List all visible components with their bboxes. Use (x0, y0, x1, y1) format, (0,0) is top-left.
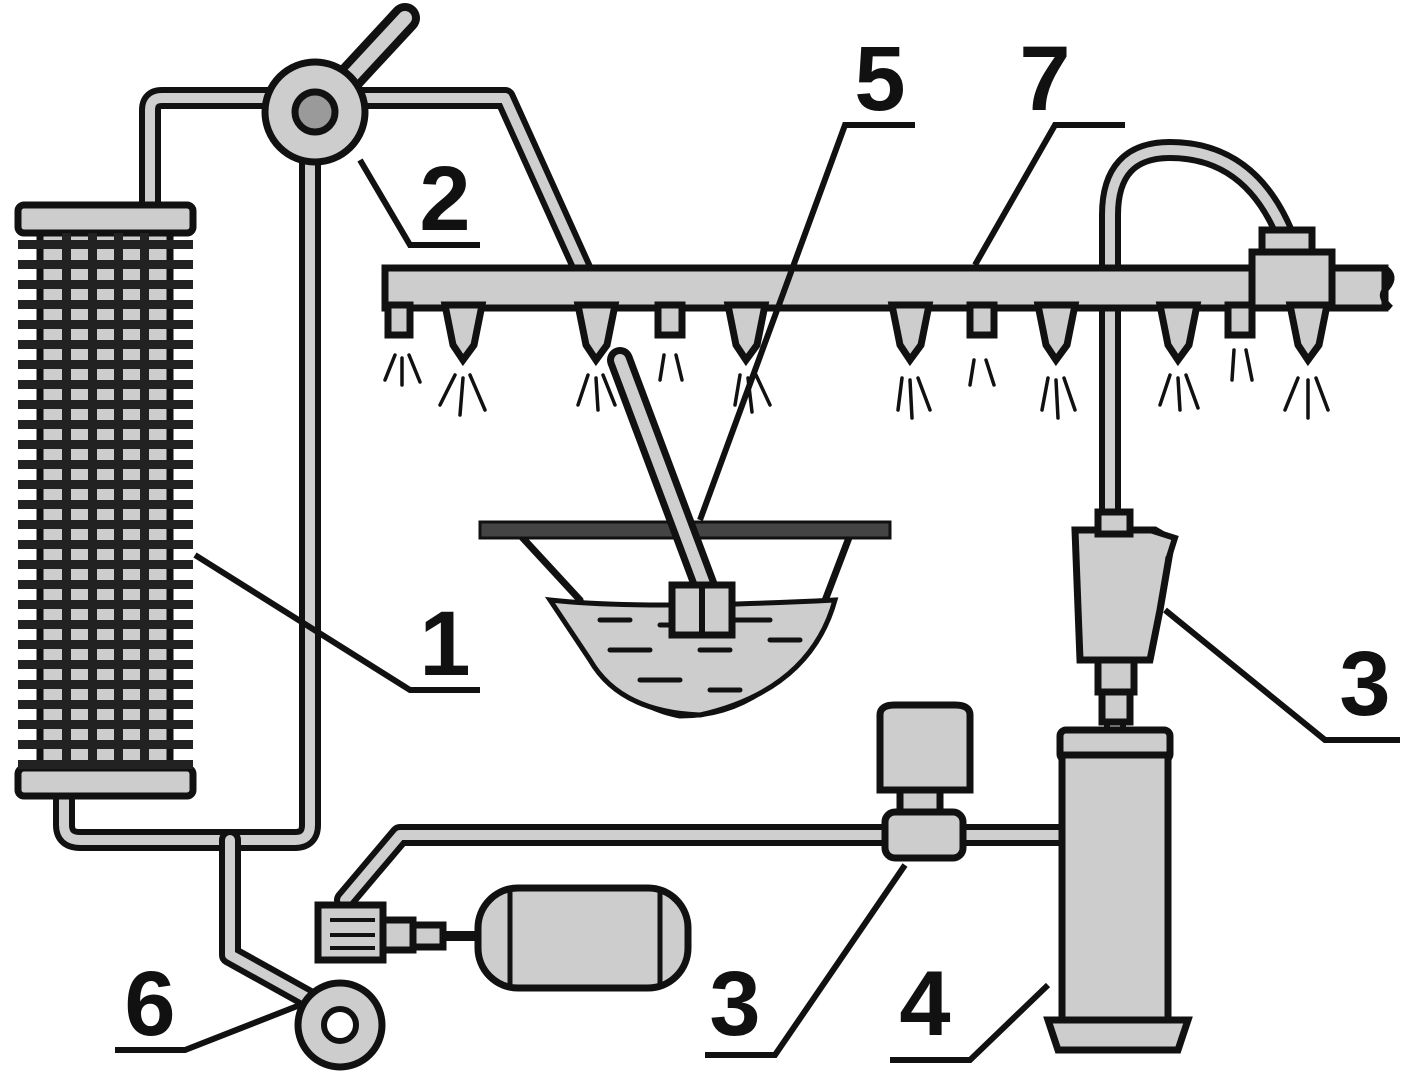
nozzle (1285, 301, 1332, 367)
nozzle (573, 301, 620, 367)
label-4: 4 (899, 953, 950, 1055)
label-7: 7 (1019, 28, 1070, 130)
nozzle (654, 301, 686, 339)
nozzle (1033, 301, 1080, 367)
callout-labels: 1 2 3 3 4 5 6 7 (124, 28, 1390, 1055)
radiator (14, 201, 197, 800)
radiator-fins (18, 233, 193, 769)
nozzle (887, 301, 934, 367)
label-3-lower: 3 (709, 953, 760, 1055)
three-way-valve (261, 3, 420, 166)
spray-manifold (381, 226, 1395, 420)
label-2: 2 (419, 148, 470, 250)
label-1: 1 (419, 593, 470, 695)
label-6: 6 (124, 953, 175, 1055)
label-5: 5 (854, 28, 905, 130)
control-valve-lower (876, 701, 974, 862)
nozzle (1224, 301, 1256, 339)
cylinder-tank (1043, 726, 1193, 1054)
leader-lines (115, 122, 1400, 1063)
nozzle (723, 301, 770, 367)
nozzle (440, 301, 487, 367)
spray-jets (383, 348, 1330, 420)
label-3-upper: 3 (1339, 633, 1390, 735)
pump-motor (294, 884, 692, 1071)
basin-tank (478, 347, 892, 719)
nozzle (966, 301, 998, 339)
control-valve-upper (1071, 508, 1179, 726)
nozzle (384, 301, 414, 339)
nozzle (1155, 301, 1202, 367)
